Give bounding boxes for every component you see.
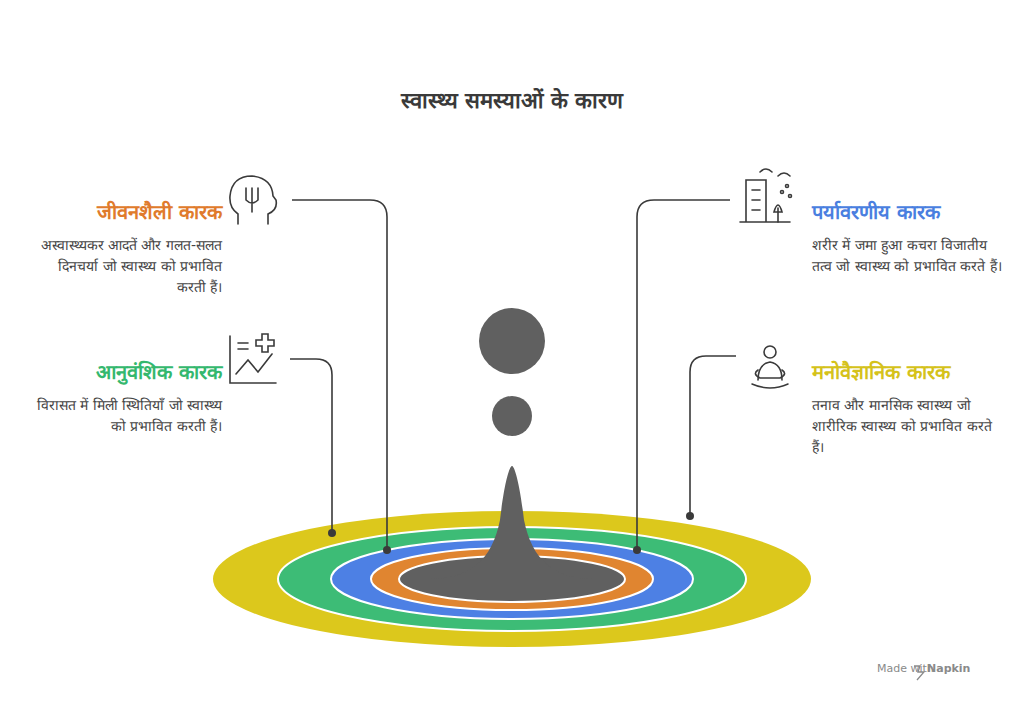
leader-dot [633,546,641,554]
factor-heading: आनुवंशिक कारक [30,359,222,385]
leader-lines [290,200,736,550]
leader-line [690,356,736,516]
factor-description: विरासत में मिली स्थितियाँ जो स्वास्थ्य क… [30,395,222,437]
factor-heading: जीवनशैली कारक [30,199,222,225]
building-icon [740,169,792,222]
diagram-title: स्वास्थ्य समस्याओं के कारण [0,84,1024,114]
factor-block: आनुवंशिक कारक विरासत में मिली स्थितियाँ ज… [30,359,222,437]
factor-description: अस्वास्थ्यकर आदतें और गलत-सलत दिनचर्या ज… [30,235,222,298]
factor-heading: मनोवैज्ञानिक कारक [812,359,1008,385]
leader-line [290,359,332,533]
leader-dots [328,512,694,554]
watermark: Made with [877,662,934,675]
leader-dot [686,512,694,520]
drop-large [479,308,545,374]
factor-description: तनाव और मानसिक स्वास्थ्य जो शारीरिक स्वा… [812,395,1008,458]
factor-block: पर्यावरणीय कारक शरीर में जमा हुआ कचरा विज… [812,199,1002,277]
splash-peak [430,466,594,579]
leader-line [292,200,387,550]
watermark: Napkin [927,662,970,675]
leader-dot [383,546,391,554]
meditation-icon [752,346,788,388]
leader-line [637,200,730,550]
factor-block: जीवनशैली कारक अस्वास्थ्यकर आदतें और गलत-स… [30,199,222,298]
factor-heading: पर्यावरणीय कारक [812,199,1002,225]
factor-description: शरीर में जमा हुआ कचरा विजातीय तत्व जो स्… [812,235,1002,277]
head-icon [230,176,276,224]
drop-small [492,396,532,436]
factor-block: मनोवैज्ञानिक कारक तनाव और मानसिक स्वास्थ्… [812,359,1008,458]
chart-icon [230,334,276,383]
leader-dot [328,529,336,537]
